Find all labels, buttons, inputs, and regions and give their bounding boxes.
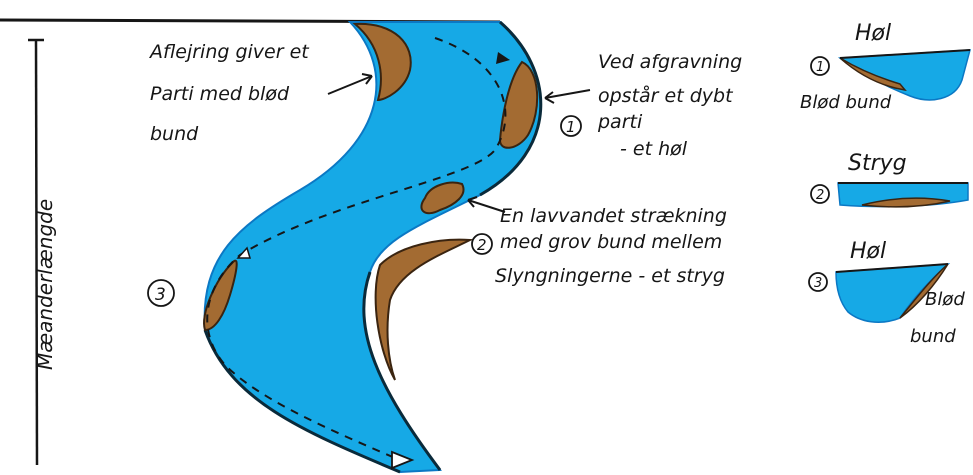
section-2-number: 2: [816, 188, 824, 203]
section-3-note-line-2: bund: [910, 326, 956, 347]
section-3-title: Høl: [850, 239, 886, 264]
marker-2: 2: [472, 234, 492, 254]
svg-text:1: 1: [566, 118, 576, 136]
section-1-note: Blød bund: [800, 92, 892, 113]
erosion-label: Ved afgravning opstår et dybt parti - et…: [597, 51, 742, 160]
riffle-line-2: med grov bund mellem: [500, 231, 722, 253]
svg-text:2: 2: [477, 236, 487, 254]
erosion-line-4: - et høl: [620, 138, 688, 160]
cross-section-1: Høl 1 Blød bund: [800, 21, 970, 113]
deposition-arrow: [328, 76, 372, 94]
meander-length-axis: Mæanderlængde: [28, 40, 57, 465]
erosion-line-1: Ved afgravning: [598, 51, 742, 73]
svg-text:3: 3: [155, 285, 166, 305]
axis-label: Mæanderlængde: [33, 199, 57, 370]
erosion-line-2: opstår et dybt: [598, 84, 734, 107]
section-3-number: 3: [814, 276, 822, 291]
deposition-line-1: Aflejring giver et: [148, 41, 310, 63]
marker-3: 3: [148, 280, 174, 306]
section-2-title: Stryg: [848, 151, 907, 176]
riffle-line-3: Slyngningerne - et stryg: [495, 265, 725, 287]
erosion-line-3: parti: [597, 111, 643, 133]
deposition-label: Aflejring giver et Parti med blød bund: [148, 41, 310, 145]
riffle-line-1: En lavvandet strækning: [500, 205, 727, 227]
sediment-point-bar-lower: [376, 240, 470, 380]
section-3-note-line-1: Blød: [925, 289, 965, 310]
deposition-line-3: bund: [150, 123, 199, 145]
riffle-label: En lavvandet strækning med grov bund mel…: [495, 205, 727, 287]
deposition-line-2: Parti med blød: [150, 83, 290, 105]
marker-1: 1: [561, 116, 581, 136]
cross-section-2: Stryg 2: [811, 151, 968, 207]
section-1-number: 1: [816, 60, 824, 75]
section-1-title: Høl: [855, 21, 891, 46]
cross-section-3: Høl 3 Blød bund: [809, 239, 965, 347]
